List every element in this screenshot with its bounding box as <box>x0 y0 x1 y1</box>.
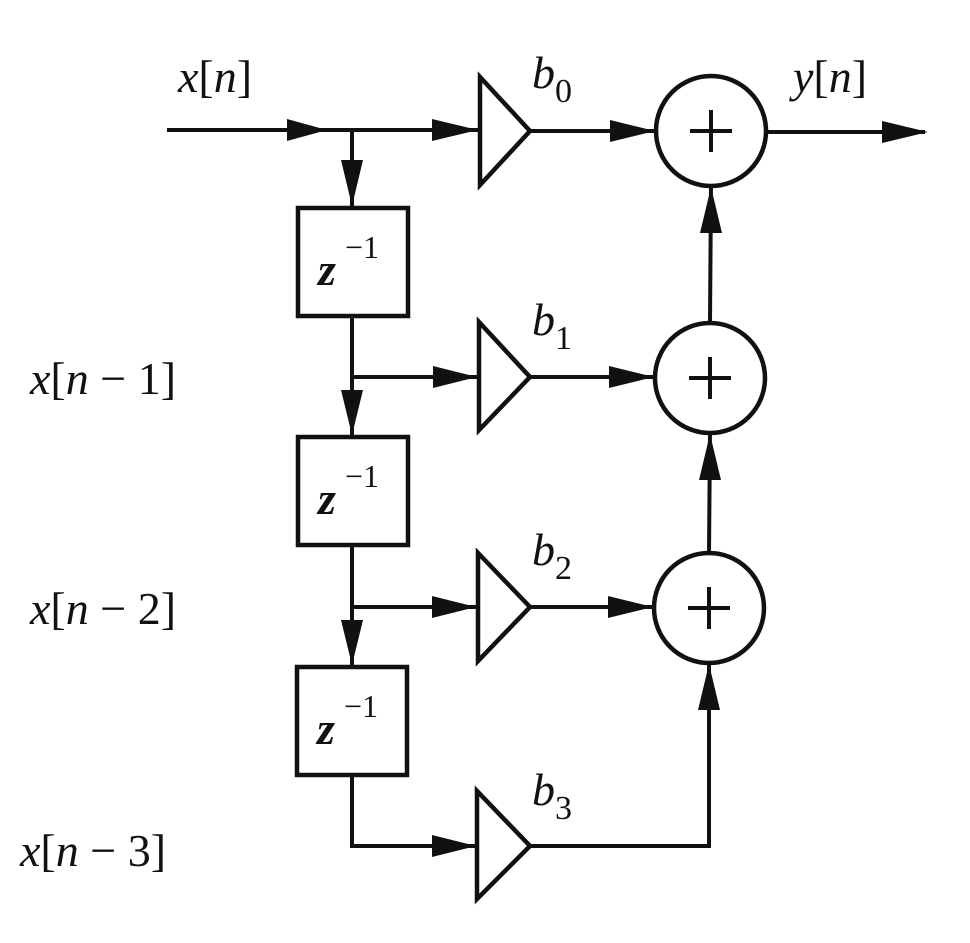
gain-b1-label: b1 <box>532 294 572 357</box>
delay1-arrow-icon <box>341 160 363 206</box>
gain-b0-label: b0 <box>532 47 572 110</box>
tap3-arrow-icon <box>432 835 476 857</box>
tap1-arrow-icon <box>433 366 477 388</box>
signal-label-x-n-3: x[n − 3] <box>19 825 166 876</box>
delay-block-3-label: z <box>315 703 335 754</box>
gain-b2-label: b2 <box>532 524 572 587</box>
adder0-input-arrow-icon <box>610 120 655 142</box>
gain-b2 <box>475 547 534 667</box>
adder2-bottom-arrow-icon <box>698 664 720 710</box>
input-arrow-icon <box>287 119 327 141</box>
delay-block-2: z −1 <box>295 434 411 548</box>
gain-b3-label: b3 <box>532 764 572 827</box>
delay-block-2-label: z <box>316 473 336 524</box>
tap0-arrow-icon <box>432 119 478 141</box>
signal-label-x-n-2: x[n − 2] <box>29 583 176 634</box>
gain-b3 <box>474 785 534 905</box>
delay-block-3-exponent: −1 <box>344 688 378 724</box>
gain-b0 <box>477 71 534 191</box>
tap2-arrow-icon <box>432 596 476 618</box>
adder0-bottom-arrow-icon <box>700 187 722 233</box>
delay-block-1-exponent: −1 <box>345 229 379 265</box>
adder-0 <box>653 73 769 189</box>
adder1-input-arrow-icon <box>609 366 654 388</box>
adder-1 <box>652 320 768 436</box>
adder2-input-arrow-icon <box>608 596 653 618</box>
gain-b3-output-wire <box>530 663 711 848</box>
gain-b1 <box>476 316 534 436</box>
output-arrow-icon <box>882 121 928 143</box>
delay3-arrow-icon <box>341 620 363 665</box>
adder1-bottom-arrow-icon <box>699 434 721 480</box>
delay-block-3: z −1 <box>294 664 410 778</box>
delay-block-2-exponent: −1 <box>345 458 379 494</box>
input-signal-label: x[n] <box>177 51 252 102</box>
signal-label-x-n-1: x[n − 1] <box>29 353 176 404</box>
adder-2 <box>651 550 767 666</box>
delay-block-1-label: z <box>316 244 336 295</box>
tap3-wire <box>350 775 477 848</box>
delay2-arrow-icon <box>341 390 363 435</box>
delay-block-1: z −1 <box>295 205 411 319</box>
output-signal-label: y[n] <box>789 51 867 102</box>
